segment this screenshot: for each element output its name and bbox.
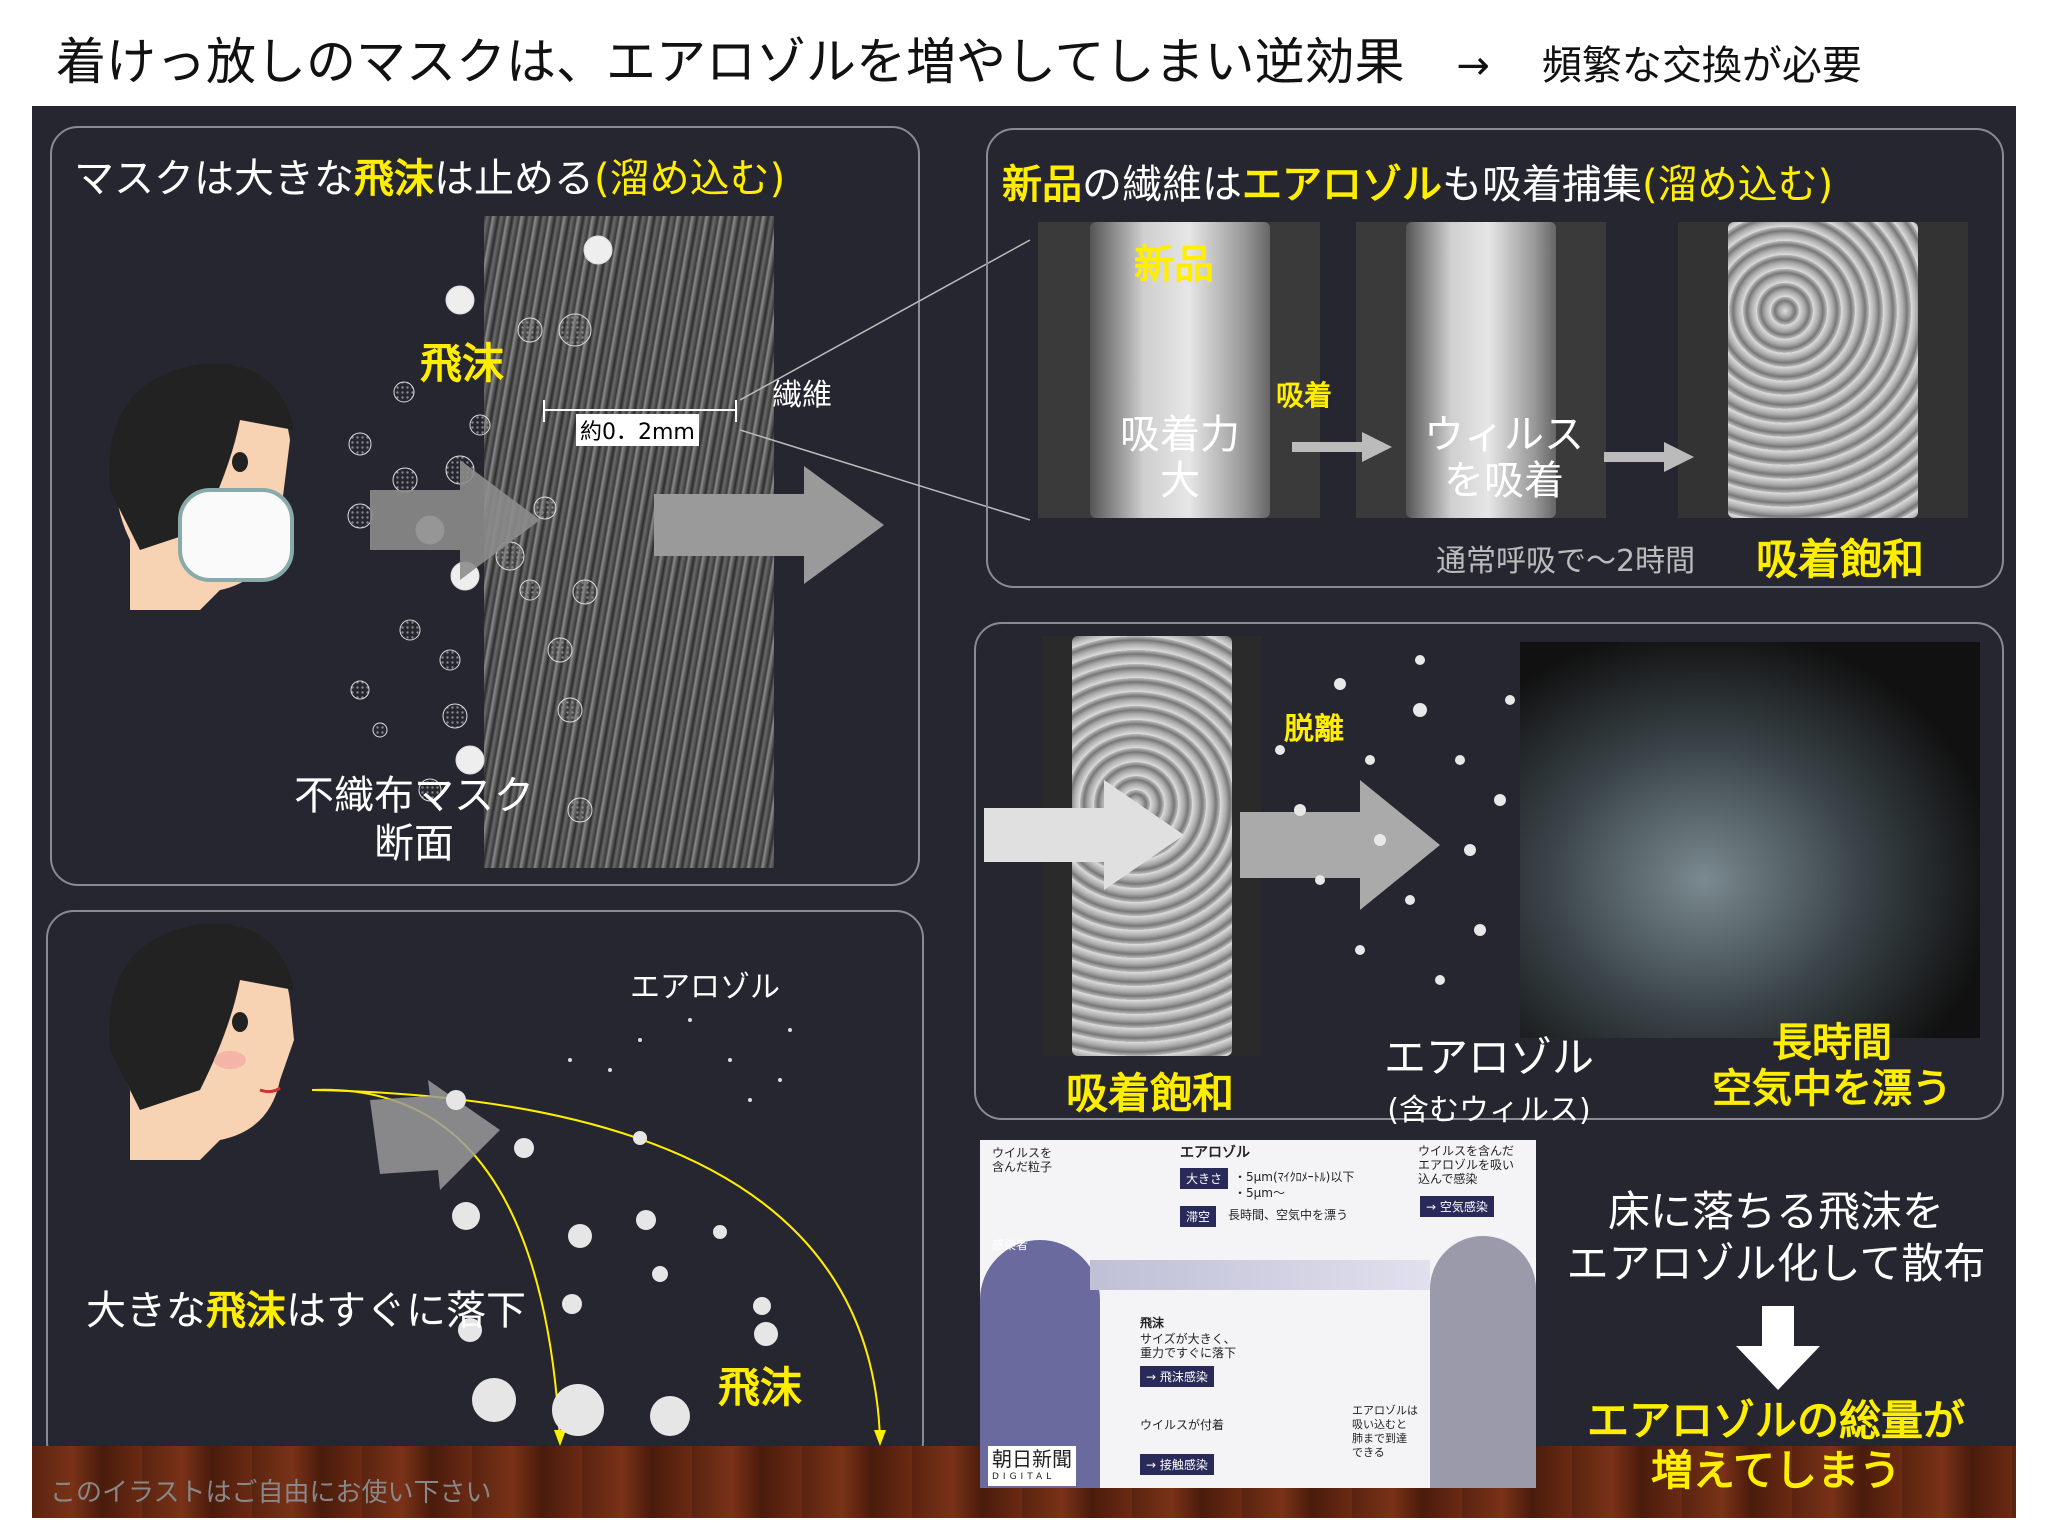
virus-particle-note: ウイルスを 含んだ粒子 [992, 1146, 1053, 1174]
size-aerosol: ・5μm(ﾏｲｸﾛﾒｰﾄﾙ)以下 [1234, 1170, 1355, 1184]
infected-person-label: 感染者 [992, 1238, 1029, 1252]
aerosol-with-virus-label: エアロゾル (含むウィルス) [1384, 1033, 1595, 1128]
new-label: 新品 [1134, 242, 1214, 288]
float-text: 長時間、空気中を漂う [1228, 1208, 1349, 1222]
fiber-strand [1406, 222, 1556, 518]
progress-arrow-2 [1604, 442, 1694, 472]
attach-note: ウイルスが付着 [1140, 1418, 1225, 1432]
adsorption-force-label: 吸着力 大 [1120, 412, 1240, 504]
lung-note: エアロゾルは 吸い込むと 肺まで到達 できる [1352, 1404, 1418, 1459]
adsorb-label: 吸着 [1276, 379, 1333, 412]
panel2-saturation: 吸着飽和 [1756, 535, 1925, 584]
fiber-strand [1728, 222, 1918, 518]
detached-virus-particles [1275, 655, 1515, 985]
panel-mask-stops-droplets [50, 126, 920, 886]
unmasked-face-illustration [109, 923, 295, 1160]
masked-face-illustration [109, 363, 294, 610]
droplet-title: 飛沫 [1140, 1316, 1165, 1330]
droplet-desc: サイズが大きく、 重力ですぐに落下 [1140, 1332, 1237, 1360]
saturated-fiber-photo [1678, 222, 1968, 518]
title-arrow: → [1456, 43, 1490, 89]
cross-section-label: 不織布マスク 断面 [294, 773, 534, 867]
drift-label: 長時間 空気中を漂う [1712, 1020, 1952, 1112]
receiving-person-silhouette [1430, 1236, 1536, 1488]
detach-arrow-in [984, 780, 1184, 890]
zoom-lines [740, 239, 1031, 521]
new-fiber-photo [1038, 222, 1320, 518]
newspaper-infographic: ウイルスを 含んだ粒子 エアロゾル 大きさ ・5μm(ﾏｲｸﾛﾒｰﾄﾙ)以下 ・… [980, 1140, 1536, 1488]
aerosol-label: エアロゾル [630, 970, 780, 1005]
contact-infection: → 接触感染 [1140, 1454, 1214, 1475]
progress-arrow-1 [1292, 432, 1392, 462]
airflow-arrow-out [654, 466, 884, 584]
droplet-infection: → 飛沫感染 [1140, 1366, 1214, 1387]
panel2-heading: 新品の繊維はエアロゾルも吸着捕集(溜め込む) [1002, 162, 1834, 208]
title-main: 着けっ放しのマスクは、エアロゾルを増やしてしまい逆効果 [56, 33, 1405, 91]
virus-adsorbed-label: ウィルス を吸着 [1424, 412, 1584, 504]
title-sub: 頻繁な交換が必要 [1541, 43, 1862, 89]
float-tag: 滞空 [1180, 1206, 1217, 1227]
detach-arrow-out [1240, 780, 1440, 910]
infect-intro: ウイルスを含んだ エアロゾルを吸い 込んで感染 [1418, 1144, 1515, 1186]
droplet-particles [347, 235, 613, 823]
floor-droplets-text: 床に落ちる飛沫を エアロゾル化して散布 [1566, 1187, 1986, 1288]
falling-trajectories [311, 1018, 886, 1446]
down-arrow [1736, 1306, 1820, 1390]
virus-adsorbed-fiber-photo [1356, 222, 1606, 518]
fiber-strand [1090, 222, 1270, 518]
smoke-photo [1520, 642, 1980, 1038]
aerosol-band [1090, 1260, 1430, 1290]
time-note: 通常呼吸で～2時間 [1436, 544, 1696, 579]
detach-label: 脱離 [1284, 712, 1344, 747]
scale-bracket [543, 400, 737, 422]
panel4-droplet-label: 飛沫 [718, 1363, 803, 1412]
size-tag: 大きさ [1180, 1168, 1229, 1189]
falling-droplets-label: 大きな飛沫はすぐに落下 [86, 1288, 526, 1334]
panel-detach-aerosol [974, 622, 2004, 1120]
result-text: エアロゾルの総量が 増えてしまう [1586, 1396, 1965, 1495]
fiber-label: 繊維 [772, 378, 832, 413]
airborne-infection: → 空気感染 [1420, 1196, 1494, 1217]
page-title: 着けっ放しのマスクは、エアロゾルを増やしてしまい逆効果 → 頻繁な交換が必要 [56, 22, 1862, 94]
panel1-droplet-label: 飛沫 [420, 339, 505, 388]
scale-label: 約0．2mm [576, 414, 699, 446]
size-droplet: ・5μm～ [1234, 1186, 1285, 1200]
airflow-arrow-in [370, 460, 540, 580]
panel3-saturation: 吸着飽和 [1066, 1069, 1235, 1118]
panel-new-fiber [986, 128, 2004, 588]
newspaper-logo: 朝日新聞 DIGITAL [988, 1446, 1076, 1486]
panel1-heading: マスクは大きな飛沫は止める(溜め込む) [74, 156, 786, 202]
aerosol-title: エアロゾル [1180, 1145, 1250, 1161]
free-use-credit: このイラストはご自由にお使い下さい [50, 1478, 492, 1508]
